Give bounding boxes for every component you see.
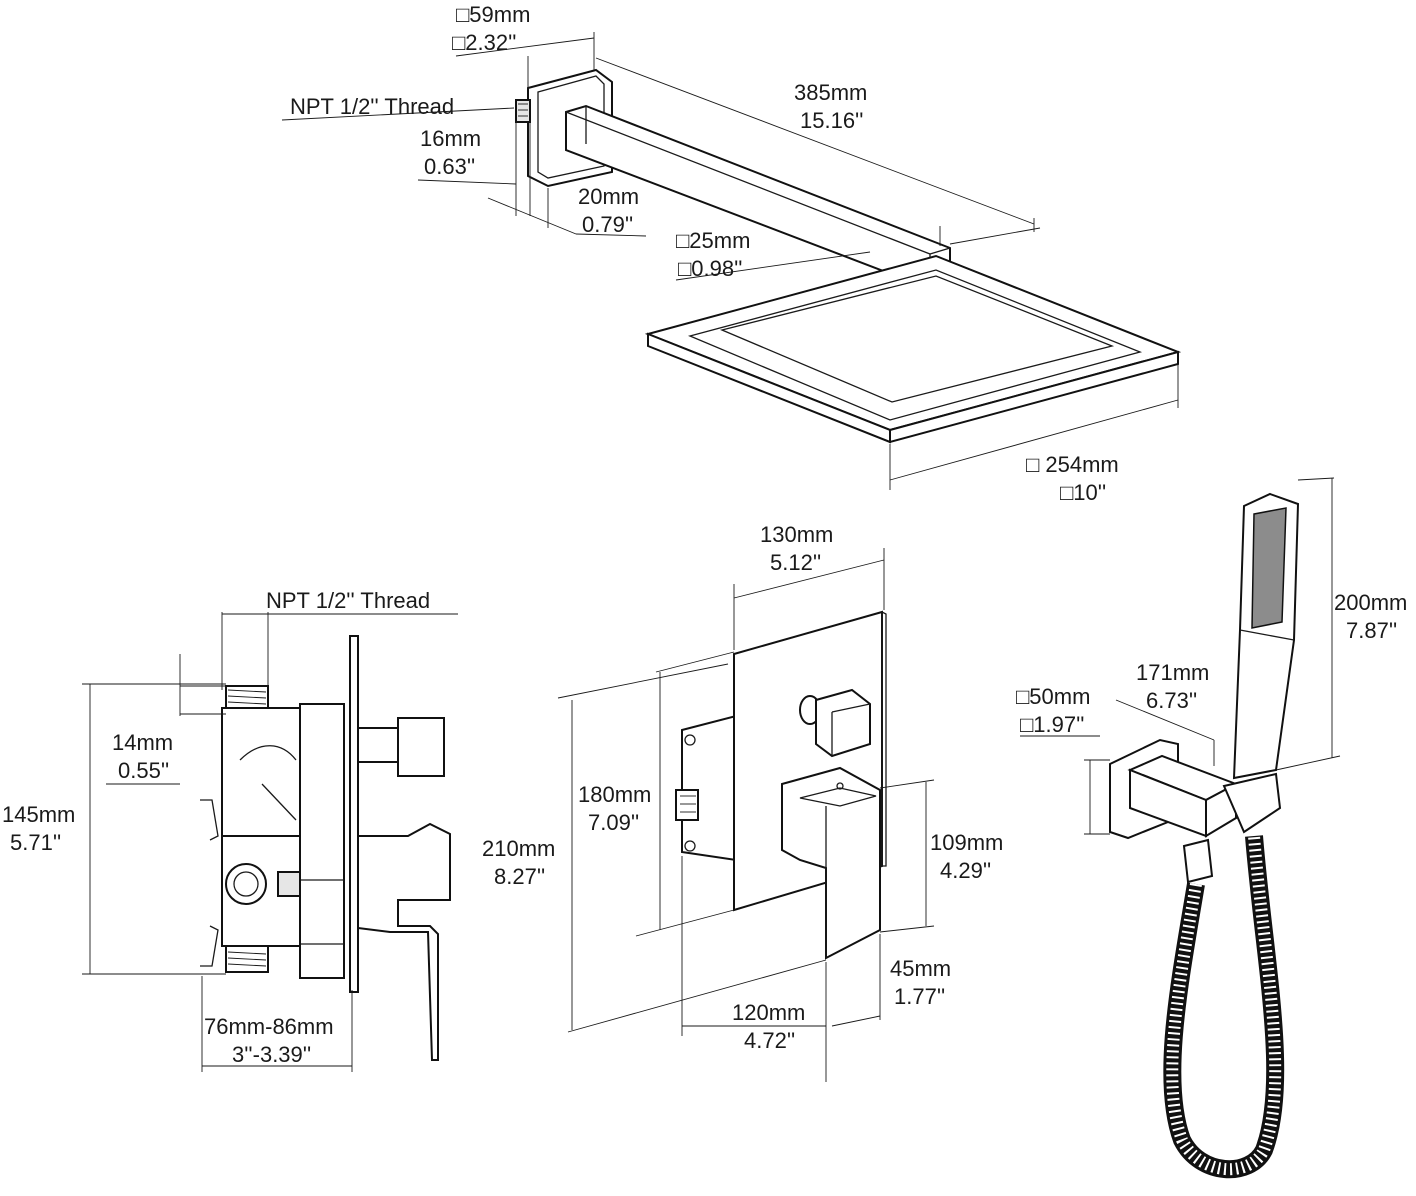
arm-flange-depth-mm: 20mm <box>578 184 639 209</box>
head-size-mm: □ 254mm <box>1026 452 1119 477</box>
total-height-in: 8.27'' <box>494 864 545 889</box>
plate-width-mm: 130mm <box>760 522 833 547</box>
arm-nipple-mm: 16mm <box>420 126 481 151</box>
arm-thread-label: NPT 1/2'' Thread <box>290 94 454 119</box>
valve-thread-len-in: 0.55'' <box>118 758 169 783</box>
handle-depth-in: 1.77'' <box>894 984 945 1009</box>
valve-height-in: 5.71'' <box>10 830 61 855</box>
bottom-width-in: 4.72'' <box>744 1028 795 1053</box>
holder-flange-in: □1.97'' <box>1020 712 1085 737</box>
trim-plate-dimension-lines <box>557 548 935 1082</box>
arm-size-in: □0.98'' <box>678 256 743 281</box>
hand-length-mm: 200mm <box>1334 590 1407 615</box>
total-height-mm: 210mm <box>482 836 555 861</box>
valve-side-dimension-lines <box>82 612 458 1072</box>
arm-dimension-lines <box>281 32 1041 281</box>
arm-nipple-in: 0.63'' <box>424 154 475 179</box>
valve-thread-len-mm: 14mm <box>112 730 173 755</box>
arm-length-mm: 385mm <box>794 80 867 105</box>
arm-flange-size-in: □2.32'' <box>452 30 517 55</box>
holder-flange-mm: □50mm <box>1016 684 1090 709</box>
handle-height-mm: 109mm <box>930 830 1003 855</box>
arm-flange-size-mm: □59mm <box>456 2 530 27</box>
trim-plate-drawing <box>675 610 887 960</box>
shower-head-drawing <box>644 254 1182 444</box>
plate-height-mm: 180mm <box>578 782 651 807</box>
plate-width-in: 5.12'' <box>770 550 821 575</box>
valve-thread-label: NPT 1/2'' Thread <box>266 588 430 613</box>
hand-length-in: 7.87'' <box>1346 618 1397 643</box>
bottom-width-mm: 120mm <box>732 1000 805 1025</box>
arm-length-in: 15.16'' <box>800 108 863 133</box>
head-size-in: □10'' <box>1060 480 1106 505</box>
hand-shower-dimension-lines <box>1020 477 1341 835</box>
arm-flange-depth-in: 0.79'' <box>582 212 633 237</box>
holder-mm: 171mm <box>1136 660 1209 685</box>
valve-depth-mm: 76mm-86mm <box>204 1014 334 1039</box>
arm-size-mm: □25mm <box>676 228 750 253</box>
plate-height-in: 7.09'' <box>588 810 639 835</box>
handle-depth-mm: 45mm <box>890 956 951 981</box>
head-dimension-lines <box>889 364 1179 490</box>
valve-depth-in: 3''-3.39'' <box>232 1042 311 1067</box>
handle-height-in: 4.29'' <box>940 858 991 883</box>
hand-shower-drawing <box>1109 492 1300 1179</box>
valve-height-mm: 145mm <box>2 802 75 827</box>
valve-side-drawing <box>200 635 451 1061</box>
holder-in: 6.73'' <box>1146 688 1197 713</box>
